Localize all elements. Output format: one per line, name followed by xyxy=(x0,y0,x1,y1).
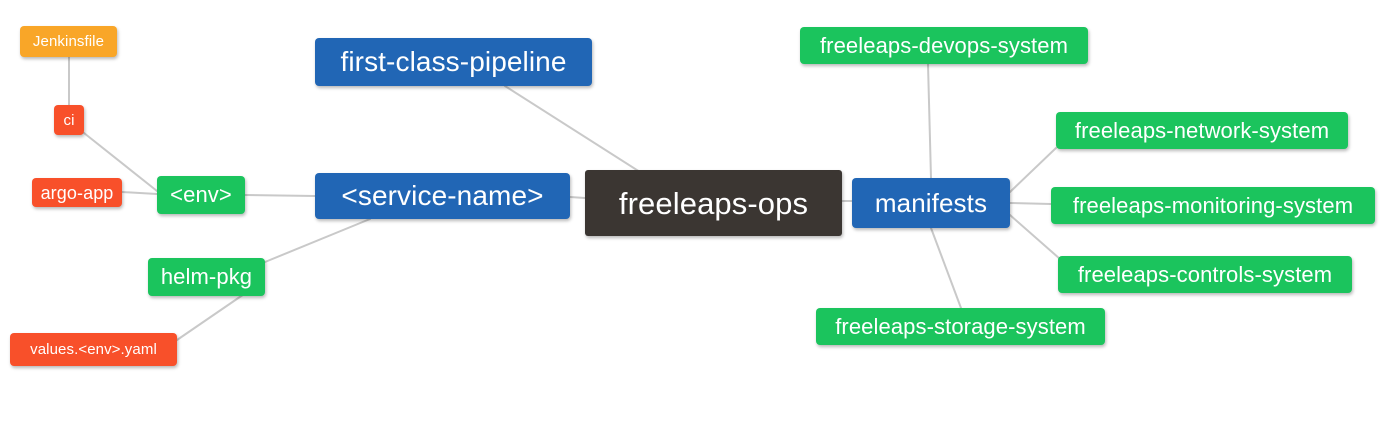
node-monitoring-system-label: freeleaps-monitoring-system xyxy=(1072,192,1354,218)
node-manifests-label: manifests xyxy=(874,188,988,218)
node-manifests[interactable]: manifests xyxy=(852,178,1010,228)
node-argo-app-label: argo-app xyxy=(40,182,114,203)
edge-argoapp-env xyxy=(121,191,158,195)
node-controls-system-label: freeleaps-controls-system xyxy=(1077,261,1333,287)
node-controls-system[interactable]: freeleaps-controls-system xyxy=(1058,256,1352,293)
edge-env-servicename xyxy=(244,194,316,197)
node-service-name-label: <service-name> xyxy=(341,180,544,211)
edge-servicename-root xyxy=(569,196,586,199)
node-ci-label: ci xyxy=(63,111,75,129)
node-network-system-label: freeleaps-network-system xyxy=(1074,117,1330,143)
node-service-name[interactable]: <service-name> xyxy=(315,173,570,219)
node-first-class-pipeline-label: first-class-pipeline xyxy=(340,46,567,77)
edge-helmpkg-servicename xyxy=(264,218,371,263)
node-storage-system-label: freeleaps-storage-system xyxy=(835,313,1086,339)
node-jenkinsfile-label: Jenkinsfile xyxy=(32,33,105,50)
edge-firstclasspipeline-root xyxy=(504,85,641,173)
node-jenkinsfile[interactable]: Jenkinsfile xyxy=(20,26,117,57)
node-root-label: freeleaps-ops xyxy=(618,185,809,221)
edge-manifests-devopssystem xyxy=(927,63,932,179)
node-devops-system-label: freeleaps-devops-system xyxy=(819,32,1069,58)
node-argo-app[interactable]: argo-app xyxy=(32,178,122,207)
node-storage-system[interactable]: freeleaps-storage-system xyxy=(816,308,1105,345)
edge-manifests-storagesystem xyxy=(930,227,962,309)
node-values-yaml[interactable]: values.<env>.yaml xyxy=(10,333,177,366)
node-devops-system[interactable]: freeleaps-devops-system xyxy=(800,27,1088,64)
edge-manifests-monitoringsystem xyxy=(1009,202,1052,205)
node-env[interactable]: <env> xyxy=(157,176,245,214)
node-network-system[interactable]: freeleaps-network-system xyxy=(1056,112,1348,149)
node-root-freeleaps-ops[interactable]: freeleaps-ops xyxy=(585,170,842,236)
node-monitoring-system[interactable]: freeleaps-monitoring-system xyxy=(1051,187,1375,224)
node-ci[interactable]: ci xyxy=(54,105,84,135)
node-helm-pkg[interactable]: helm-pkg xyxy=(148,258,265,296)
node-helm-pkg-label: helm-pkg xyxy=(160,264,253,289)
edge-valuesyaml-helmpkg xyxy=(176,289,251,341)
node-first-class-pipeline[interactable]: first-class-pipeline xyxy=(315,38,592,86)
node-values-yaml-label: values.<env>.yaml xyxy=(30,341,157,358)
edge-manifests-networksystem xyxy=(1009,147,1057,193)
node-env-label: <env> xyxy=(170,182,232,207)
